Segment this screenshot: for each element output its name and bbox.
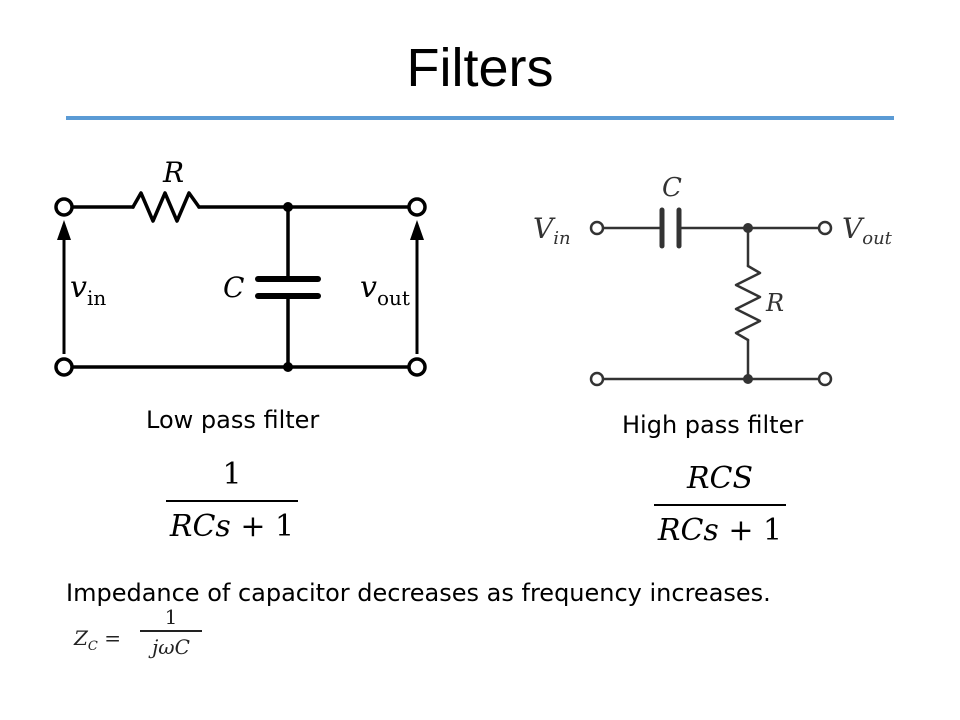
high-pass-tf-numerator: RCS	[686, 461, 754, 496]
high-pass-label-vout: Vout	[842, 212, 893, 249]
high-pass-capacitor	[659, 207, 682, 249]
high-pass-vout-main: V	[842, 212, 865, 245]
impedance-equals: =	[97, 626, 121, 650]
low-pass-output-terminal-top	[407, 197, 427, 217]
high-pass-input-terminal-top	[589, 220, 605, 236]
low-pass-junction-bottom	[283, 362, 293, 372]
low-pass-label-R: R	[162, 156, 184, 189]
impedance-fraction: 1 jωC	[140, 606, 202, 658]
low-pass-vout-sub: out	[377, 286, 410, 310]
low-pass-tf-numerator: 1	[222, 457, 242, 492]
high-pass-tf-den-plus-one: + 1	[718, 513, 783, 548]
high-pass-tf-fraction-bar	[654, 504, 786, 506]
high-pass-tf-den-rcs: RCs	[657, 513, 719, 548]
low-pass-input-terminal-bottom	[54, 357, 74, 377]
impedance-denominator: jωC	[152, 634, 190, 659]
high-pass-vin-sub: in	[553, 228, 570, 249]
high-pass-label-C: C	[662, 173, 682, 203]
impedance-fraction-bar	[140, 630, 202, 632]
low-pass-vout-main: v	[360, 270, 377, 305]
low-pass-tf-fraction-bar	[166, 500, 298, 502]
low-pass-tf-den-rcs: RCs	[169, 509, 231, 544]
high-pass-circuit-diagram: C R Vin Vout	[533, 173, 893, 387]
low-pass-transfer-function: 1 RCs + 1	[166, 456, 298, 546]
low-pass-output-terminal-bottom	[407, 357, 427, 377]
impedance-note: Impedance of capacitor decreases as freq…	[66, 579, 771, 607]
low-pass-vin-main: v	[70, 270, 87, 305]
low-pass-capacitor	[255, 276, 321, 299]
slide-title: Filters	[406, 38, 554, 98]
high-pass-vin-main: V	[533, 212, 556, 245]
high-pass-input-terminal-bottom	[589, 371, 605, 387]
impedance-lhs: ZC =	[74, 626, 121, 654]
low-pass-junction-top	[283, 202, 293, 212]
title-underline	[66, 116, 894, 120]
low-pass-caption: Low pass filter	[146, 406, 320, 434]
high-pass-transfer-function: RCS RCs + 1	[654, 460, 786, 550]
high-pass-tf-denominator: RCs + 1	[654, 512, 786, 550]
low-pass-resistor	[131, 191, 201, 223]
high-pass-resistor	[734, 264, 762, 342]
high-pass-junction-top	[743, 223, 753, 233]
high-pass-output-terminal-top	[817, 220, 833, 236]
impedance-lhs-main: Z	[74, 626, 88, 650]
high-pass-label-R: R	[765, 289, 784, 317]
low-pass-label-vout: vout	[360, 270, 410, 310]
low-pass-tf-den-plus-one: + 1	[230, 509, 295, 544]
low-pass-vin-sub: in	[87, 286, 106, 310]
low-pass-input-terminal-top	[54, 197, 74, 217]
high-pass-label-vin: Vin	[533, 212, 571, 249]
impedance-numerator: 1	[164, 605, 178, 629]
impedance-lhs-sub: C	[87, 639, 98, 654]
low-pass-circuit-diagram: R C vin vout	[54, 156, 427, 377]
high-pass-caption: High pass filter	[622, 411, 804, 439]
low-pass-tf-denominator: RCs + 1	[166, 508, 298, 546]
high-pass-vout-sub: out	[862, 228, 892, 249]
high-pass-output-terminal-bottom	[817, 371, 833, 387]
low-pass-label-vin: vin	[70, 270, 106, 310]
low-pass-label-C: C	[223, 271, 244, 304]
low-pass-vout-arrowhead	[410, 220, 424, 240]
high-pass-junction-bottom	[743, 374, 753, 384]
low-pass-vin-arrowhead	[57, 220, 71, 240]
